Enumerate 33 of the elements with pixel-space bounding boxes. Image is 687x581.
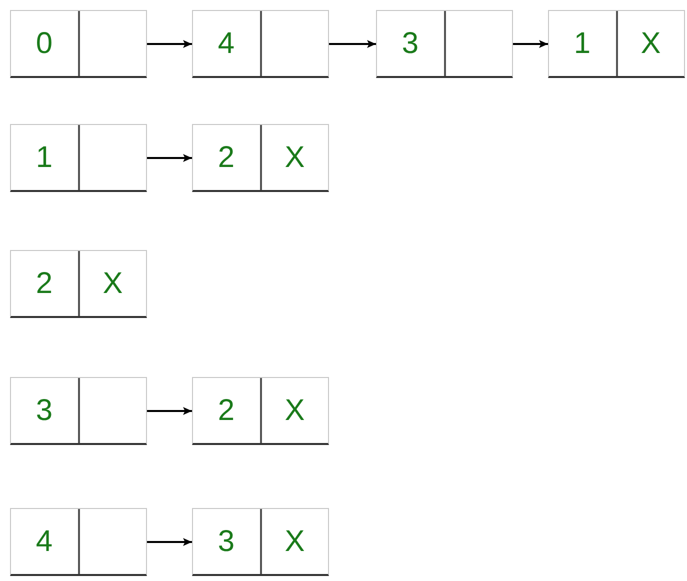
list-node bbox=[548, 10, 685, 78]
arrow bbox=[147, 40, 192, 48]
null-pointer-mark: X bbox=[284, 142, 305, 172]
list-node bbox=[192, 377, 329, 445]
null-pointer-mark: X bbox=[102, 268, 123, 298]
list-node bbox=[10, 10, 147, 78]
node-value: 0 bbox=[36, 28, 53, 58]
list-node bbox=[192, 508, 329, 576]
null-pointer-mark: X bbox=[640, 28, 661, 58]
arrow bbox=[147, 538, 192, 546]
list-node bbox=[192, 10, 329, 78]
arrow bbox=[513, 40, 548, 48]
node-value: 2 bbox=[36, 268, 53, 298]
list-node bbox=[376, 10, 513, 78]
list-node bbox=[10, 508, 147, 576]
node-value: 4 bbox=[36, 526, 53, 556]
list-node bbox=[10, 124, 147, 192]
null-pointer-mark: X bbox=[284, 396, 305, 426]
arrow bbox=[329, 40, 376, 48]
node-value: 1 bbox=[574, 28, 591, 58]
list-node bbox=[10, 377, 147, 445]
node-value: 2 bbox=[218, 396, 235, 426]
list-node bbox=[192, 124, 329, 192]
arrow bbox=[147, 407, 192, 415]
arrow bbox=[147, 154, 192, 162]
node-value: 2 bbox=[218, 142, 235, 172]
node-value: 3 bbox=[36, 396, 53, 426]
node-value: 3 bbox=[402, 28, 419, 58]
node-value: 1 bbox=[36, 142, 53, 172]
list-node bbox=[10, 250, 147, 318]
null-pointer-mark: X bbox=[284, 526, 305, 556]
node-value: 4 bbox=[218, 28, 235, 58]
node-value: 3 bbox=[218, 526, 235, 556]
